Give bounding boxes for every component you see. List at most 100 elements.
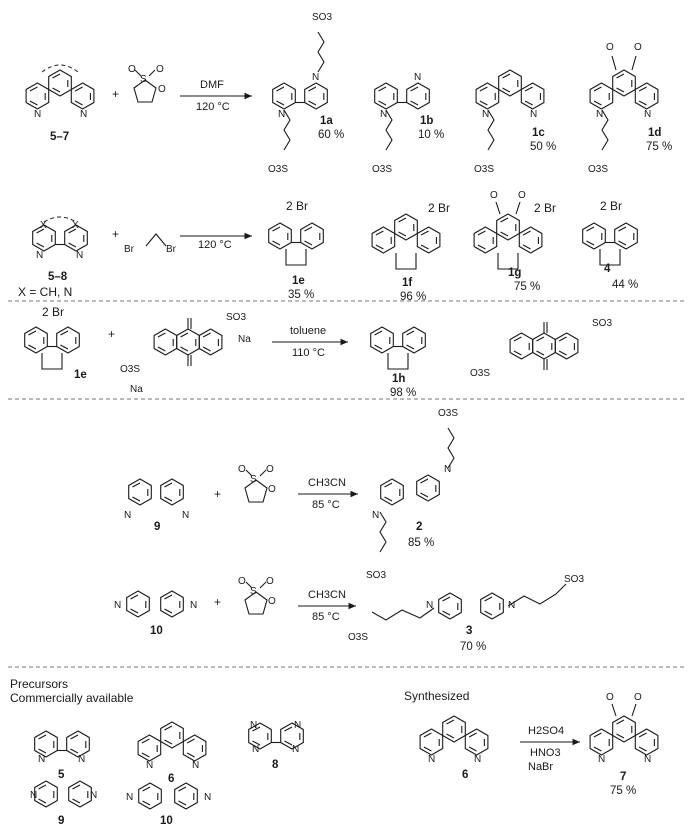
atom-n: N <box>644 109 651 120</box>
precursor-8: N N N N 8 <box>249 720 304 771</box>
yield-value: 75 % <box>646 141 672 153</box>
plus-sign: + <box>112 87 119 101</box>
row-2: X X N N 5–8 X = CH, N + Br Br 120 °C 2 B… <box>18 190 638 303</box>
atom-n: N <box>530 109 537 120</box>
precursor-5: N N 5 <box>35 731 90 781</box>
reactant-1e: 2 Br 1e <box>25 305 87 381</box>
compound-label: 6 <box>168 773 174 785</box>
atom-s: S <box>250 474 257 485</box>
atom-n: N <box>126 792 133 803</box>
yield-value: 44 % <box>612 279 638 291</box>
atom-n-plus: N <box>508 600 515 611</box>
plus-sign: + <box>214 487 221 501</box>
condition-acid: H2SO4 <box>528 725 564 737</box>
compound-label: 2 <box>416 521 422 533</box>
row-1: N N 5–7 + S O O O DMF 120 °C N N SO3 O3S… <box>26 12 672 175</box>
counterion-label: 2 Br <box>286 199 308 213</box>
sulfonate-group: SO3 <box>592 318 612 329</box>
atom-n-plus: N <box>426 600 433 611</box>
atom-n: N <box>36 250 43 261</box>
atom-o: O <box>606 42 614 53</box>
atom-o: O <box>238 576 246 587</box>
synthesized-title: Synthesized <box>404 689 469 703</box>
atom-n: N <box>252 744 259 755</box>
precursors-title: Precursors <box>10 677 68 691</box>
condition-solvent: CH3CN <box>308 477 346 489</box>
compound-label: 1c <box>532 127 545 139</box>
atom-n: N <box>598 754 605 765</box>
atom-n: N <box>30 790 37 801</box>
atom-n: N <box>38 754 45 765</box>
atom-o: O <box>156 64 164 75</box>
compound-label: 1b <box>420 115 433 127</box>
compound-label: 6 <box>462 769 468 781</box>
atom-n: N <box>292 744 299 755</box>
atom-n: N <box>80 109 87 120</box>
compound-label: 1h <box>392 373 405 385</box>
atom-o: O <box>266 576 274 587</box>
compound-label: 9 <box>154 521 160 533</box>
yield-value: 60 % <box>318 129 344 141</box>
atom-n: N <box>182 510 189 521</box>
synthesis-product-7: O O N N 7 75 % <box>590 692 658 797</box>
atom-n: N <box>114 600 121 611</box>
dibromoethane-reagent: Br Br <box>124 233 177 255</box>
compound-label: 7 <box>620 771 626 783</box>
compound-label: 10 <box>150 625 163 637</box>
sulfonate-group: SO3 <box>564 574 584 585</box>
atom-n: N <box>124 510 131 521</box>
condition-temperature: 85 °C <box>312 499 340 511</box>
row-3: 2 Br 1e + O3S SO3 Na Na toluene 110 °C O… <box>25 305 612 399</box>
atom-o: O <box>158 84 166 95</box>
compound-label: 9 <box>58 815 64 827</box>
yield-value: 85 % <box>408 537 434 549</box>
condition-solvent: DMF <box>200 79 224 91</box>
atom-n-plus: N <box>482 109 489 120</box>
atom-n-plus: N <box>444 464 451 475</box>
product-2: N N O3S SO3 2 85 % <box>366 408 458 581</box>
sodium-counterion: Na <box>130 384 143 395</box>
atom-n: N <box>146 760 153 771</box>
sulfonate-group: SO3 <box>312 12 332 23</box>
atom-o: O <box>490 190 498 201</box>
product-1c: N N O3S 1c 50 % <box>474 70 556 175</box>
compound-label: 5–8 <box>48 271 68 283</box>
atom-o: O <box>266 464 274 475</box>
compound-label: 1f <box>402 277 412 289</box>
precursors-subtitle: Commercially available <box>10 691 134 705</box>
sodium-counterion: Na <box>238 334 251 345</box>
sulfonate-group: O3S <box>268 164 288 175</box>
yield-value: 50 % <box>530 141 556 153</box>
sulfonate-group: O3S <box>588 164 608 175</box>
atom-n-plus: N <box>312 72 319 83</box>
plus-sign: + <box>108 327 115 341</box>
compound-label: 1d <box>648 127 661 139</box>
synthesis-reactant-6: N N 6 <box>420 716 488 781</box>
atom-n: N <box>474 754 481 765</box>
sultone-reagent: S O O O <box>128 64 166 103</box>
reactant-5-8: X X N N 5–8 X = CH, N <box>18 216 87 299</box>
product-1g: O O 2 Br 1g 75 % <box>474 190 556 293</box>
product-1h: O3S SO3 1h 98 % <box>371 318 612 399</box>
sultone-reagent: S O O O <box>238 576 276 615</box>
compound-label: 3 <box>466 625 472 637</box>
compound-label: 10 <box>160 815 173 827</box>
atom-br: Br <box>166 244 177 255</box>
yield-value: 70 % <box>460 641 486 653</box>
atom-n: N <box>250 720 257 731</box>
sulfonate-group: O3S <box>372 164 392 175</box>
row-5: N N 10 + S O O O CH3CN 85 °C N N O3S SO3… <box>114 574 584 653</box>
compound-label: 1a <box>320 115 333 127</box>
condition-temperature: 110 °C <box>292 347 325 359</box>
sulfonate-group: O3S <box>474 164 494 175</box>
atom-o: O <box>634 42 642 53</box>
compound-label: 5–7 <box>50 131 69 143</box>
product-1e: 2 Br 1e 35 % <box>269 199 324 301</box>
sulfonate-group: SO3 <box>366 570 386 581</box>
atom-s: S <box>140 74 147 85</box>
atom-n: N <box>644 754 651 765</box>
compound-label: 4 <box>604 263 611 275</box>
sulfonate-group: O3S <box>120 364 140 375</box>
atom-o: O <box>268 484 276 495</box>
